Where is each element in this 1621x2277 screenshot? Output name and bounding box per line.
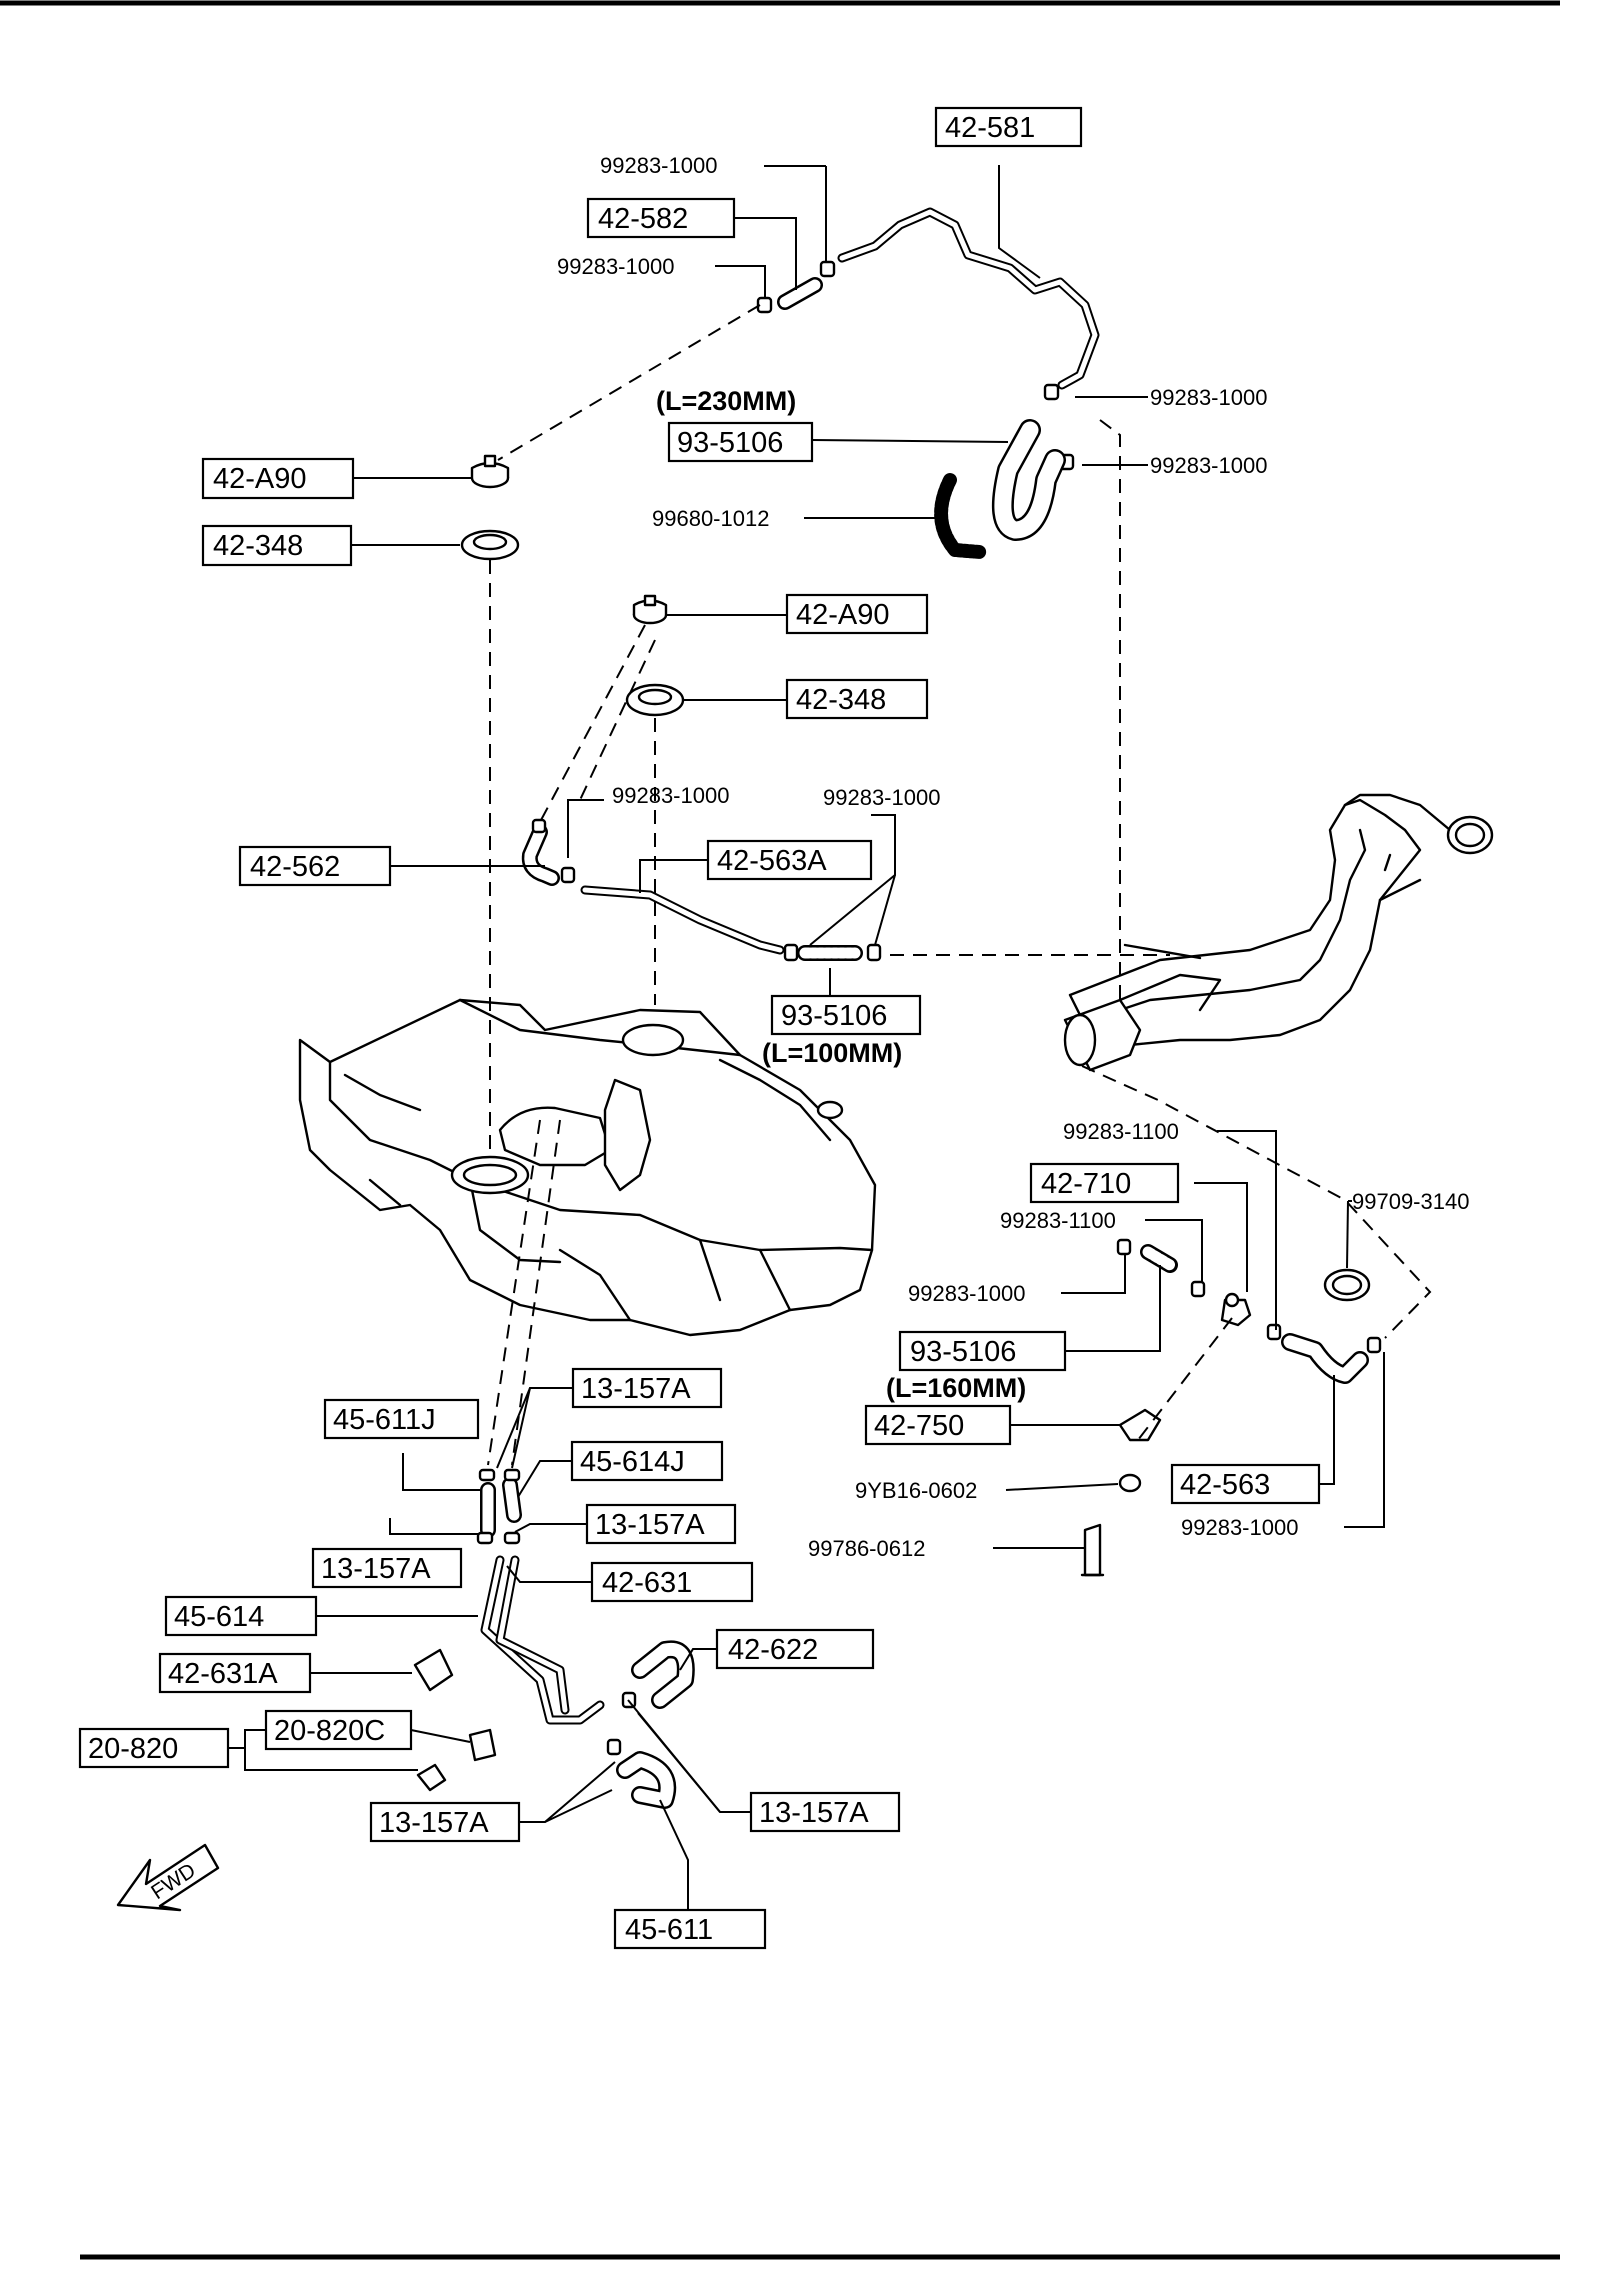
svg-text:93-5106: 93-5106 [677,427,783,459]
svg-text:93-5106: 93-5106 [910,1336,1016,1368]
callout-13-157a-4: 13-157A [369,1801,521,1843]
callout-45-611: 45-611 [613,1908,767,1950]
hose-protector-drawing [934,473,987,559]
svg-text:42-563A: 42-563A [717,845,827,877]
callout-93-5106-top: 93-5106 [667,421,814,463]
callout-20-820: 20-820 [78,1727,230,1769]
callout-42-a90-top: 42-A90 [201,457,355,500]
callout-13-157a-2: 13-157A [585,1503,737,1545]
svg-text:42-563: 42-563 [1180,1469,1270,1501]
svg-text:42-348: 42-348 [796,684,886,716]
clip-20-820-drawing [416,1763,447,1792]
vapor-pipe-drawing [837,207,1100,390]
svg-text:20-820C: 20-820C [274,1715,385,1747]
callout-42-348-mid: 42-348 [785,678,929,720]
rollover-valve-mid [632,594,668,625]
grommet-mid [625,683,685,717]
svg-text:42-A90: 42-A90 [213,463,307,495]
callout-42-563: 42-563 [1170,1463,1321,1505]
svg-text:13-157A: 13-157A [595,1509,705,1541]
leader-lines [228,165,1385,1910]
length-note-100mm: (L=100MM) [762,1038,902,1068]
label-99283-1000-a: 99283-1000 [600,153,717,178]
svg-text:42-750: 42-750 [874,1410,964,1442]
check-valve-assembly [1080,1238,1382,1577]
svg-text:42-562: 42-562 [250,851,340,883]
callout-45-611j: 45-611J [323,1398,480,1440]
length-note-230mm: (L=230MM) [656,386,796,416]
label-99283-1000-c: 99283-1000 [1150,385,1267,410]
svg-text:13-157A: 13-157A [581,1373,691,1405]
svg-text:42-581: 42-581 [945,112,1035,144]
callout-45-614j: 45-614J [570,1440,724,1482]
label-99709-3140: 99709-3140 [1352,1189,1469,1214]
callout-93-5106-mid: 93-5106 [770,994,922,1036]
vapor-pipe-mid-drawing [580,885,785,955]
callout-13-157a-1: 13-157A [571,1367,723,1409]
svg-text:45-614: 45-614 [174,1601,264,1633]
label-99283-1100-b: 99283-1100 [1000,1208,1116,1233]
svg-text:45-614J: 45-614J [580,1446,685,1478]
svg-text:42-348: 42-348 [213,530,303,562]
svg-text:45-611: 45-611 [625,1914,713,1946]
callout-42-a90-mid: 42-A90 [785,593,929,635]
svg-text:45-611J: 45-611J [333,1404,436,1436]
grommet-top [460,529,520,561]
svg-text:42-631A: 42-631A [168,1658,278,1690]
hose-100-drawing [783,943,882,962]
callout-42-582: 42-582 [586,197,736,239]
callout-45-614: 45-614 [164,1595,318,1637]
svg-text:13-157A: 13-157A [379,1807,489,1839]
svg-text:42-622: 42-622 [728,1634,818,1666]
u-hose-230-drawing [991,419,1066,541]
svg-text:42-710: 42-710 [1041,1168,1131,1200]
fuel-lines-drawing [476,1468,695,1809]
callout-20-820c: 20-820C [264,1709,413,1751]
rollover-valve-top [470,454,510,489]
label-99283-1000-h: 99283-1000 [1181,1515,1298,1540]
svg-text:20-820: 20-820 [88,1733,178,1765]
svg-text:93-5106: 93-5106 [781,1000,887,1032]
elbow-hose-drawing [521,818,576,886]
filler-pipe-drawing [1063,793,1494,1072]
svg-text:13-157A: 13-157A [321,1553,431,1585]
small-hose-drawing [777,277,823,310]
callout-42-631a: 42-631A [158,1652,312,1694]
label-99283-1000-d: 99283-1000 [1150,453,1267,478]
label-99283-1000-g: 99283-1000 [908,1281,1025,1306]
label-99283-1000-b: 99283-1000 [557,254,674,279]
svg-text:42-A90: 42-A90 [796,599,890,631]
callout-93-5106-low: 93-5106 [898,1330,1067,1372]
bracket-drawing [413,1648,454,1692]
forward-direction-arrow: FWD [116,1843,220,1912]
callout-42-622: 42-622 [715,1628,875,1670]
callout-42-710: 42-710 [1029,1162,1180,1204]
callout-42-563a: 42-563A [706,839,873,881]
label-9yb16-0602: 9YB16-0602 [855,1478,977,1503]
svg-text:13-157A: 13-157A [759,1797,869,1829]
callout-13-157a-5: 13-157A [749,1791,901,1833]
callout-42-750: 42-750 [864,1404,1012,1446]
label-99283-1000-f: 99283-1000 [823,785,940,810]
svg-text:42-631: 42-631 [602,1567,692,1599]
callout-42-581: 42-581 [934,106,1083,148]
callout-13-157a-3: 13-157A [311,1547,463,1589]
callout-42-348-top: 42-348 [201,524,353,567]
label-99680-1012: 99680-1012 [652,506,769,531]
length-note-160mm: (L=160MM) [886,1373,1026,1403]
label-99283-1100-a: 99283-1100 [1063,1119,1179,1144]
fuel-tank-drawing [298,998,877,1337]
label-99786-0612: 99786-0612 [808,1536,925,1561]
label-99283-1000-e: 99283-1000 [612,783,729,808]
dashed-assembly-lines [487,304,1432,1466]
callout-42-562: 42-562 [238,845,392,887]
clip-20-820c-drawing [468,1728,497,1762]
callout-42-631: 42-631 [590,1561,754,1603]
svg-text:42-582: 42-582 [598,203,688,235]
